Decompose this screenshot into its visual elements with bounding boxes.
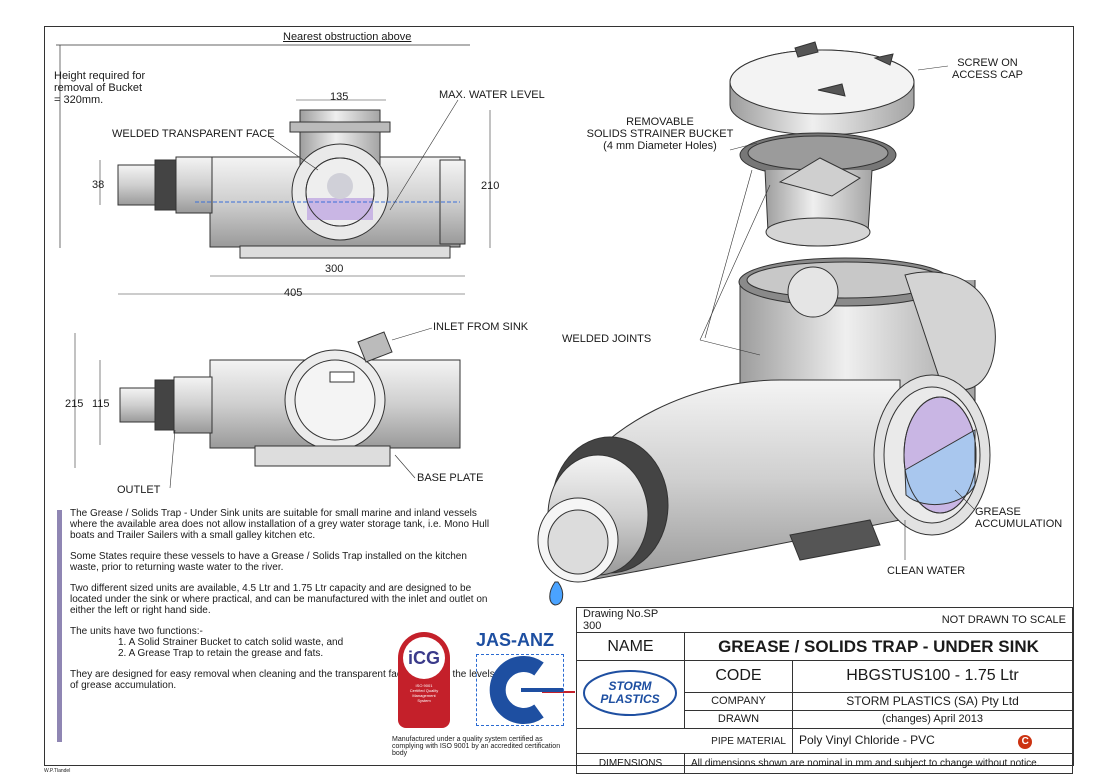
nearest-obstruction-label: Nearest obstruction above xyxy=(283,31,412,43)
dim-210: 210 xyxy=(481,180,500,192)
function-2: 2. A Grease Trap to retain the grease an… xyxy=(118,648,324,659)
description-block: The Grease / Solids Trap - Under Sink un… xyxy=(57,508,497,744)
description-paragraph-2: Some States require these vessels to hav… xyxy=(70,551,467,573)
bucket-label: REMOVABLE SOLIDS STRAINER BUCKET (4 mm D… xyxy=(586,116,734,152)
name-value: GREASE / SOLIDS TRAP - UNDER SINK xyxy=(684,632,1073,661)
dim-38: 38 xyxy=(92,179,105,191)
description-paragraph-5: They are designed for easy removal when … xyxy=(70,669,495,691)
icg-logo-text: iCG xyxy=(403,637,445,679)
outlet-label: OUTLET xyxy=(117,484,161,496)
dim-115: 115 xyxy=(92,398,110,410)
certification-logos: iCG ISO 9001 Certified Quality Managemen… xyxy=(392,620,570,765)
drawing-frame xyxy=(44,26,1074,766)
company-label: COMPANY xyxy=(684,691,793,711)
storm-logo-cell: STORM PLASTICS xyxy=(576,660,685,729)
quality-note: Manufactured under a quality system cert… xyxy=(392,736,561,757)
pipe-material-label: PIPE MATERIAL xyxy=(576,728,793,754)
icg-logo: iCG ISO 9001 Certified Quality Managemen… xyxy=(398,632,450,728)
dimensions-label: DIMENSIONS xyxy=(576,753,685,774)
dim-215: 215 xyxy=(65,398,84,410)
svg-text:PLASTICS: PLASTICS xyxy=(600,692,659,706)
storm-plastics-logo: STORM PLASTICS xyxy=(583,670,677,716)
drawing-number: Drawing No.SP 300 xyxy=(576,607,685,633)
plan-view xyxy=(74,327,461,489)
side-view xyxy=(56,44,491,295)
clean-water-label: CLEAN WATER xyxy=(887,565,966,577)
company-value: STORM PLASTICS (SA) Pty Ltd xyxy=(792,691,1073,711)
base-plate-label: BASE PLATE xyxy=(417,472,484,484)
grease-accumulation-label: GREASE ACCUMULATION xyxy=(975,506,1063,530)
jas-anz-title: JAS-ANZ xyxy=(476,630,555,650)
description-paragraph-1: The Grease / Solids Trap - Under Sink un… xyxy=(70,508,490,541)
isometric-view xyxy=(537,41,996,606)
height-note: Height required for removal of Bucket = … xyxy=(54,70,146,106)
code-value: HBGSTUS100 - 1.75 Ltr xyxy=(792,660,1073,693)
max-water-level-label: MAX. WATER LEVEL xyxy=(439,89,545,101)
dim-300: 300 xyxy=(325,263,344,275)
description-paragraph-4: The units have two functions:- xyxy=(70,626,203,637)
pipe-material-cell: Poly Vinyl Chloride - PVC C xyxy=(792,728,1073,754)
jas-anz-logo xyxy=(476,654,564,726)
function-1: 1. A Solid Strainer Bucket to catch soli… xyxy=(118,637,344,648)
welded-joints-label: WELDED JOINTS xyxy=(562,333,652,345)
description-paragraph-3: Two different sized units are available,… xyxy=(70,583,488,616)
icg-logo-subtext: ISO 9001 Certified Quality Management Sy… xyxy=(409,683,439,703)
welded-face-label: WELDED TRANSPARENT FACE xyxy=(112,128,275,140)
scale-note: NOT DRAWN TO SCALE xyxy=(684,607,1073,633)
drawn-value: (changes) April 2013 xyxy=(792,709,1073,730)
drawn-label: DRAWN xyxy=(684,709,793,730)
svg-text:STORM: STORM xyxy=(608,679,652,693)
name-label: NAME xyxy=(576,632,685,661)
pipe-material-value: Poly Vinyl Chloride - PVC xyxy=(799,733,935,747)
dim-135: 135 xyxy=(330,91,349,103)
footer-mark: W.P.Tlandel xyxy=(44,768,71,774)
copyright-icon: C xyxy=(1018,735,1033,749)
dim-405: 405 xyxy=(284,287,303,299)
description-bar xyxy=(57,510,62,742)
screw-cap-label: SCREW ON ACCESS CAP xyxy=(952,57,1023,81)
code-label: CODE xyxy=(684,660,793,693)
inlet-label: INLET FROM SINK xyxy=(433,321,529,333)
dimensions-value: All dimensions shown are nominal in mm a… xyxy=(684,753,1073,774)
title-block: Drawing No.SP 300 NOT DRAWN TO SCALE NAM… xyxy=(576,607,1073,774)
